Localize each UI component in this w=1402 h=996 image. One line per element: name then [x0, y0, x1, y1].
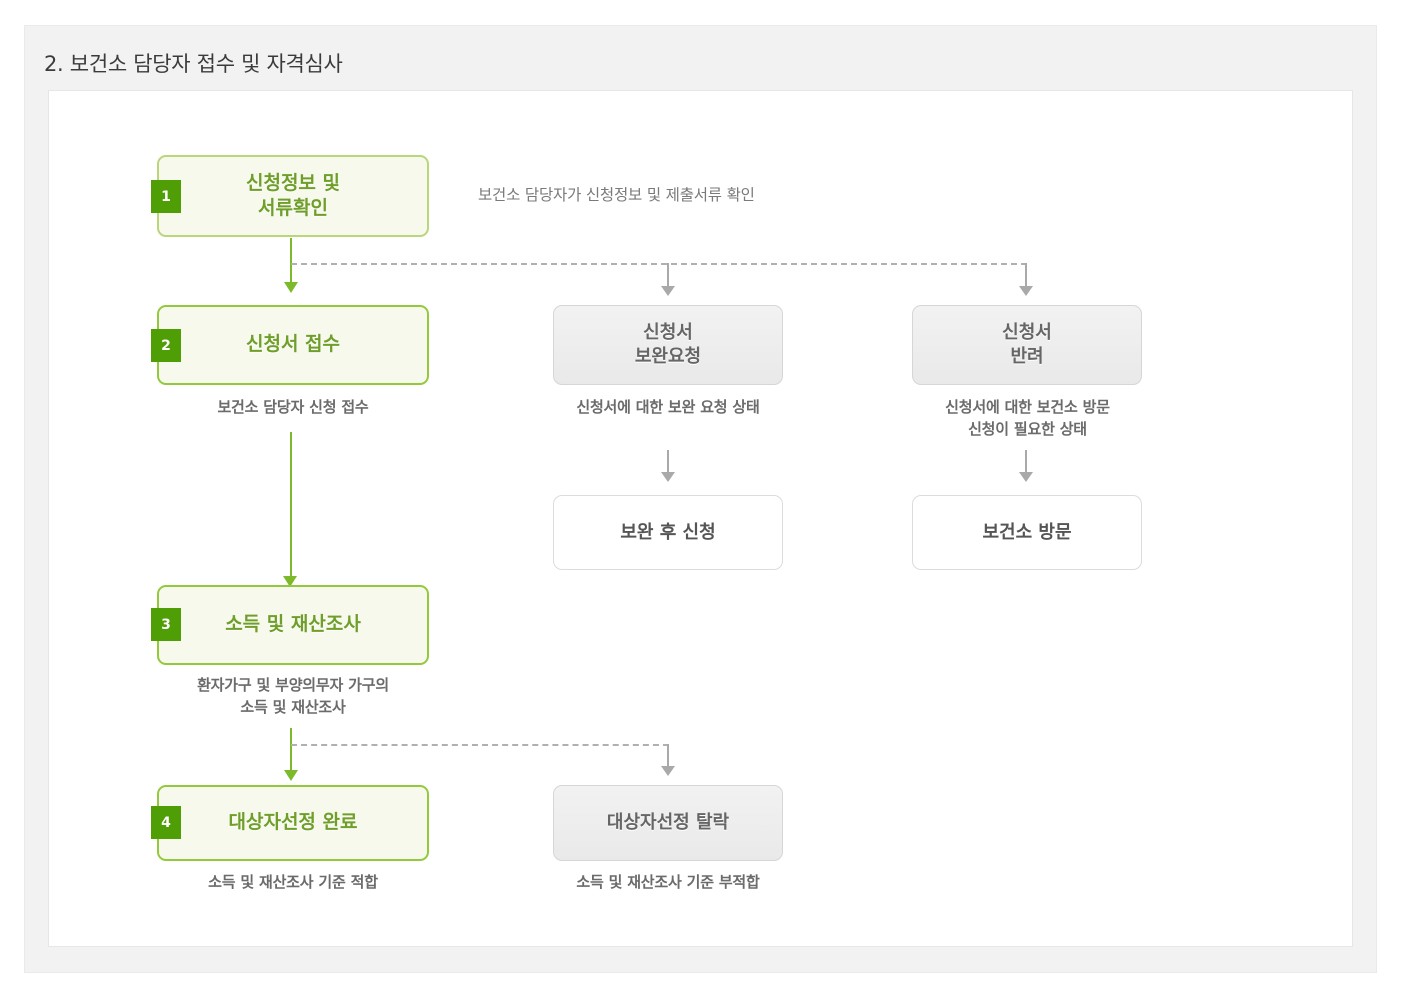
step-3-box[interactable]: 소득 및 재산조사	[157, 585, 429, 665]
step-3-number: 3	[161, 616, 171, 633]
branch-box-supplement-request[interactable]: 신청서 보완요청	[553, 305, 783, 385]
branch-line-upper	[291, 263, 1027, 265]
branch-3-caption: 소득 및 재산조사 기준 부적합	[576, 873, 760, 891]
branch-box-visit-center[interactable]: 보건소 방문	[912, 495, 1142, 570]
connector-step3-step4-line	[290, 728, 292, 774]
branch-1-next-line	[667, 450, 669, 476]
step-2-caption: 보건소 담당자 신청 접수	[217, 398, 369, 416]
step-1-number: 1	[161, 188, 171, 205]
step-1-badge: 1	[151, 180, 181, 213]
branch-arrow-1-line	[667, 263, 669, 290]
connector-step1-step2-arrow	[284, 282, 298, 293]
step-4-badge: 4	[151, 806, 181, 839]
branch-2-next-line	[1025, 450, 1027, 476]
step-4-caption: 소득 및 재산조사 기준 적합	[208, 873, 378, 891]
step-1-box[interactable]: 신청정보 및 서류확인	[157, 155, 429, 237]
branch-2-next-label: 보건소 방문	[982, 521, 1072, 543]
step-4-label: 대상자선정 완료	[228, 811, 358, 834]
branch-box-rejected[interactable]: 신청서 반려	[912, 305, 1142, 385]
branch-arrow-3-head	[661, 766, 675, 776]
step-3-caption: 환자가구 및 부양의무자 가구의 소득 및 재산조사	[197, 676, 389, 716]
step-2-label: 신청서 접수	[245, 333, 340, 356]
step-3-label: 소득 및 재산조사	[225, 613, 361, 636]
branch-arrow-3-line	[667, 744, 669, 770]
step-2-number: 2	[161, 337, 171, 354]
branch-2-label: 신청서 반려	[1002, 322, 1052, 367]
step-2-badge: 2	[151, 329, 181, 362]
step-2-box[interactable]: 신청서 접수	[157, 305, 429, 385]
branch-box-not-selected[interactable]: 대상자선정 탈락	[553, 785, 783, 861]
step-1-label: 신청정보 및 서류확인	[245, 171, 340, 219]
step-1-note: 보건소 담당자가 신청정보 및 제출서류 확인	[478, 186, 755, 204]
branch-arrow-2-line	[1025, 263, 1027, 290]
branch-box-reapply[interactable]: 보완 후 신청	[553, 495, 783, 570]
branch-arrow-2-head	[1019, 286, 1033, 296]
branch-line-lower	[291, 744, 669, 746]
branch-1-next-label: 보완 후 신청	[620, 521, 716, 543]
branch-1-next-arrow	[661, 472, 675, 482]
step-4-box[interactable]: 대상자선정 완료	[157, 785, 429, 861]
connector-step3-step4-arrow	[284, 770, 298, 781]
branch-2-next-arrow	[1019, 472, 1033, 482]
step-4-number: 4	[161, 814, 171, 831]
connector-step1-step2-line	[290, 238, 292, 286]
branch-2-caption: 신청서에 대한 보건소 방문 신청이 필요한 상태	[945, 398, 1110, 438]
connector-step2-step3-arrow	[283, 576, 297, 587]
branch-arrow-1-head	[661, 286, 675, 296]
branch-1-caption: 신청서에 대한 보완 요청 상태	[576, 398, 760, 416]
step-3-badge: 3	[151, 608, 181, 641]
branch-1-label: 신청서 보완요청	[634, 322, 702, 367]
branch-3-label: 대상자선정 탈락	[606, 812, 730, 834]
connector-step2-step3-line	[290, 432, 292, 580]
page-title: 2. 보건소 담당자 접수 및 자격심사	[44, 52, 343, 76]
